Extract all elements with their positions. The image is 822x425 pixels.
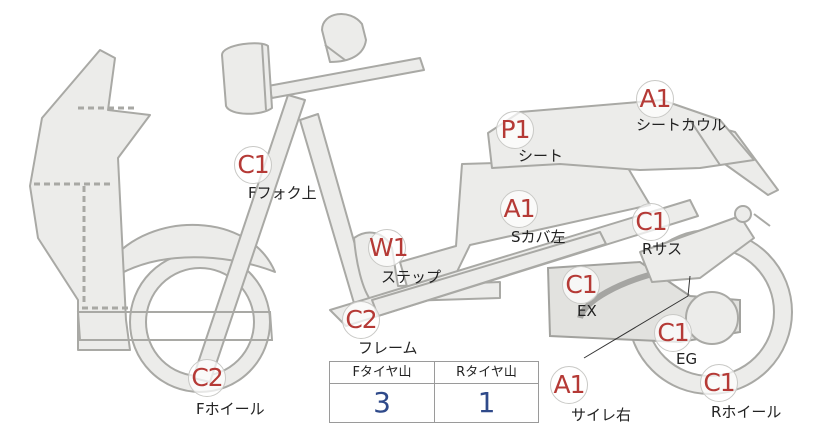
marker-grade: C2 (342, 301, 380, 339)
marker-label: Fフォク上 (248, 184, 317, 202)
headlight-shape (221, 42, 273, 115)
marker-label: Sカバ左 (511, 228, 566, 246)
front-tire-value: 3 (373, 386, 391, 419)
front-fairing-shape (29, 49, 151, 351)
marker-grade: C2 (188, 359, 226, 397)
rear-shock-shape (639, 215, 755, 283)
marker-label: シートカウル (636, 116, 727, 134)
marker-label: フレーム (358, 339, 418, 357)
front-fender-shape (109, 224, 276, 276)
marker-label: EG (676, 350, 698, 368)
marker-label: サイレ右 (571, 406, 632, 424)
marker-grade: A1 (500, 190, 538, 228)
rear-tire-header: Rタイヤ山 (435, 362, 538, 384)
marker-grade: C1 (562, 266, 600, 304)
marker-label: Rホイール (711, 403, 782, 421)
rear-tire-value: 1 (477, 386, 496, 419)
marker-grade: A1 (636, 80, 674, 118)
table-divider (434, 362, 435, 422)
marker-label: シート (518, 147, 564, 165)
marker-grade: W1 (368, 229, 409, 267)
tire-tread-table: Fタイヤ山 Rタイヤ山 3 1 (329, 361, 539, 423)
marker-label: Fホイール (196, 400, 265, 418)
marker-grade: C1 (632, 203, 670, 241)
handlebar-shape (267, 57, 425, 99)
marker-label: EX (577, 302, 597, 320)
marker-label: Rサス (642, 240, 683, 258)
marker-grade: A1 (550, 366, 588, 404)
marker-grade: C1 (654, 314, 692, 352)
mirror-shape (321, 12, 367, 63)
marker-grade: C1 (700, 364, 738, 402)
seat-shape (487, 99, 755, 171)
front-tire-header: Fタイヤ山 (330, 362, 434, 384)
marker-grade: C1 (234, 146, 272, 184)
marker-label: ステップ (381, 268, 442, 286)
marker-grade: P1 (496, 111, 534, 149)
